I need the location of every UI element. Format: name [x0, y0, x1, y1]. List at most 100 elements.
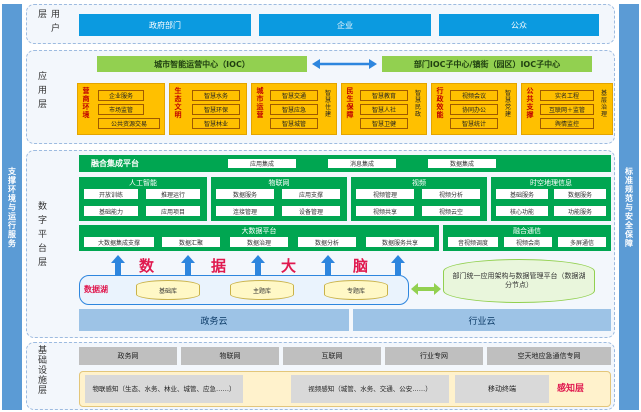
network-box: 物联网	[181, 347, 279, 365]
app-cell: 智慧教育	[360, 90, 408, 101]
fusion-item: 数据集成	[427, 158, 497, 169]
iot-cell: 数据服务	[215, 188, 275, 200]
group-public-support: 公共支撑 实名工程 互联网＋监管 舆情监控 基层治理	[521, 83, 613, 135]
app-cell: 企业服务	[98, 90, 144, 101]
app-cell: 舆情监控	[540, 118, 594, 129]
dept-platform: 部门统一应用架构与数据管理平台（数据湖分节点）	[443, 259, 595, 303]
brain-char: 据	[211, 257, 227, 275]
sensing-video: 视频感知（城管、水务、交通、公安……）	[291, 375, 449, 403]
user-layer-label: 用户层	[36, 9, 59, 37]
lake-cylinder: 基础库	[136, 280, 200, 300]
bigdata-cell: 数据汇聚	[161, 236, 221, 248]
group-title: 行政效能	[436, 87, 444, 119]
app-cell-vertical: 智慧住建	[324, 90, 331, 118]
fusion-title: 融合集成平台	[91, 159, 139, 168]
app-cell: 智慧林业	[192, 118, 240, 129]
network-box: 互联网	[283, 347, 381, 365]
spatial-title: 时空地理信息	[530, 179, 572, 187]
sensing-mobile: 移动终端	[455, 375, 549, 403]
sensing-layer-label: 感知层	[557, 384, 585, 394]
ai-title: 人工智能	[129, 179, 157, 187]
data-platform-layer: 数字平台层 融合集成平台 应用集成 消息集成 数据集成 人工智能 开放训练 推理…	[26, 150, 615, 338]
converged-cell: 音视频调度	[447, 236, 499, 248]
video-title: 视频	[412, 179, 426, 187]
app-cell: 市场监管	[98, 104, 144, 115]
iot-cell: 应用支撑	[281, 188, 341, 200]
bigdata-cell: 数据服务共享	[365, 236, 435, 248]
lake-cylinder: 主题库	[230, 280, 294, 300]
ai-cell: 基础能力	[83, 205, 139, 217]
spatial-group: 时空地理信息 基础服务 数据服务 核心功能 功能服务	[491, 177, 611, 221]
app-layer: 应用层 城市智能运营中心（IOC） 部门IOC子中心/镇街（园区）IOC子中心 …	[26, 50, 615, 144]
up-arrow-stem	[325, 263, 331, 275]
data-lake: 数据湖 基础库 主题库 专题库	[79, 275, 409, 305]
ai-cell: 应用项目	[145, 205, 201, 217]
app-cell: 协同办公	[450, 104, 498, 115]
up-arrow-stem	[115, 263, 121, 275]
data-lake-label: 数据湖	[84, 285, 108, 294]
up-arrow-icon	[181, 255, 195, 263]
bigdata-title: 大数据平台	[241, 227, 277, 235]
app-cell: 互联网＋监管	[540, 104, 594, 115]
network-box: 空天地应急通信专网	[487, 347, 611, 365]
app-layer-label: 应用层	[36, 71, 46, 113]
fusion-item: 消息集成	[327, 158, 397, 169]
iot-cell: 设备管理	[281, 205, 341, 217]
up-arrow-icon	[391, 255, 405, 263]
app-cell: 视频会议	[450, 90, 498, 101]
group-title: 生态文明	[174, 87, 182, 119]
app-cell-vertical: 智慧民政	[414, 90, 421, 118]
lake-cylinder: 专题库	[324, 280, 388, 300]
spatial-cell: 核心功能	[495, 205, 549, 217]
up-arrow-icon	[321, 255, 335, 263]
gov-cloud: 政务云	[79, 309, 349, 331]
sub-ioc-box: 部门IOC子中心/镇街（园区）IOC子中心	[382, 56, 592, 72]
brain-char: 脑	[353, 257, 369, 275]
ioc-box: 城市智能运营中心（IOC）	[97, 56, 307, 72]
converged-cell: 视频会商	[503, 236, 553, 248]
data-layer-label: 数字平台层	[36, 201, 46, 271]
ai-cell: 开放训练	[83, 188, 139, 200]
iot-group: 物联网 数据服务 应用支撑 连接管理 设备管理	[211, 177, 347, 221]
video-cell: 视频云空	[421, 205, 481, 217]
up-arrow-stem	[255, 263, 261, 275]
up-arrow-icon	[111, 255, 125, 263]
group-title: 营商环境	[82, 87, 90, 119]
up-arrow-stem	[395, 263, 401, 275]
app-cell: 智慧城管	[270, 118, 318, 129]
network-box: 政务网	[79, 347, 177, 365]
video-cell: 视频共享	[355, 205, 415, 217]
infra-layer: 基础设施层 政务网 物联网 互联网 行业专网 空天地应急通信专网 物联感知（生态…	[26, 342, 615, 410]
spatial-cell: 数据服务	[553, 188, 607, 200]
video-cell: 视频分析	[421, 188, 481, 200]
converged-cell: 多屏通信	[557, 236, 607, 248]
group-eco: 生态文明 智慧水务 智慧环保 智慧林业	[169, 83, 247, 135]
user-gov: 政府部门	[79, 14, 251, 36]
group-admin: 行政效能 视频会议 协同办公 智慧统计 智慧党建	[431, 83, 517, 135]
converged-title: 融合通信	[513, 227, 541, 235]
ai-group: 人工智能 开放训练 推理运行 基础能力 应用项目	[79, 177, 207, 221]
group-business: 营商环境 企业服务 市场监管 公共资源交易	[77, 83, 165, 135]
industry-cloud: 行业云	[353, 309, 611, 331]
bigdata-cell: 大数据集成支撑	[83, 236, 155, 248]
right-sidebar: 标准规范与安全保障	[619, 4, 639, 410]
app-cell: 公共资源交易	[98, 118, 160, 129]
app-cell: 智慧交通	[270, 90, 318, 101]
group-title: 公共支撑	[526, 87, 534, 119]
network-box: 行业专网	[385, 347, 483, 365]
bigdata-cell: 数据治理	[229, 236, 289, 248]
converged-group: 融合通信 音视频调度 视频会商 多屏通信	[443, 225, 611, 251]
spatial-cell: 基础服务	[495, 188, 549, 200]
up-arrow-stem	[185, 263, 191, 275]
user-layer: 用户层 政府部门 企业 公众	[26, 4, 615, 44]
app-cell: 智慧人社	[360, 104, 408, 115]
user-public: 公众	[439, 14, 599, 36]
app-cell: 智慧统计	[450, 118, 498, 129]
group-livelihood: 民生保障 智慧教育 智慧人社 智慧卫健 智慧民政	[341, 83, 427, 135]
up-arrow-icon	[251, 255, 265, 263]
spatial-cell: 功能服务	[553, 205, 607, 217]
left-sidebar: 支撑环境与运行服务	[2, 4, 22, 410]
brain-char: 大	[281, 257, 297, 275]
group-title: 城市运营	[256, 87, 264, 119]
double-arrow-icon	[312, 59, 377, 69]
